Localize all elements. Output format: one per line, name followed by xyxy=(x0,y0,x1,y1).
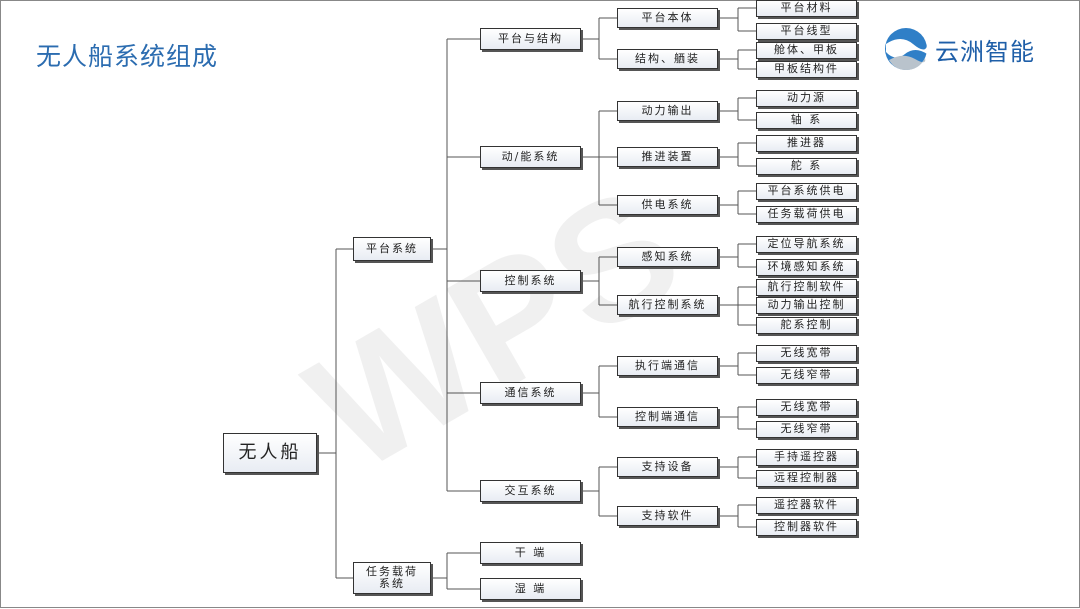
node-level-4: 动力源 xyxy=(756,89,857,107)
node-level-3: 平台本体 xyxy=(617,8,718,28)
node-level-4: 轴 系 xyxy=(756,111,857,129)
node-level-3: 动力输出 xyxy=(617,101,718,121)
node-level-2: 平台与结构 xyxy=(480,28,581,50)
wave-globe-icon xyxy=(885,28,927,70)
node-level-2: 动/能系统 xyxy=(480,146,581,168)
node-level-4: 舵 系 xyxy=(756,157,857,175)
node-level-3: 结构、舾装 xyxy=(617,49,718,69)
node-level-3: 支持软件 xyxy=(617,506,718,526)
node-level-3: 航行控制系统 xyxy=(617,295,718,315)
node-level-4: 推进器 xyxy=(756,134,857,152)
node-level-4: 航行控制软件 xyxy=(756,278,857,296)
node-level-2: 通信系统 xyxy=(480,382,581,404)
node-level-2: 控制系统 xyxy=(480,270,581,292)
node-level-4: 动力输出控制 xyxy=(756,296,857,314)
node-level-4: 控制器软件 xyxy=(756,518,857,536)
node-level-4: 平台线型 xyxy=(756,22,857,40)
node-level-3: 控制端通信 xyxy=(617,407,718,427)
node-level-4: 无线宽带 xyxy=(756,398,857,416)
node-level-3: 支持设备 xyxy=(617,457,718,477)
node-level-2: 干 端 xyxy=(480,542,581,564)
node-level-1: 任务载荷系统 xyxy=(353,562,431,594)
node-level-4: 无线宽带 xyxy=(756,344,857,362)
node-level-2: 交互系统 xyxy=(480,480,581,502)
node-level-4: 平台材料 xyxy=(756,0,857,17)
node-level-0: 无人船 xyxy=(223,433,317,473)
node-level-4: 甲板结构件 xyxy=(756,60,857,78)
page-title: 无人船系统组成 xyxy=(36,42,219,71)
node-level-3: 执行端通信 xyxy=(617,356,718,376)
logo-text: 云洲智能 xyxy=(935,37,1035,66)
node-level-4: 环境感知系统 xyxy=(756,258,857,276)
node-level-4: 舱体、甲板 xyxy=(756,41,857,59)
node-level-3: 推进装置 xyxy=(617,147,718,167)
node-level-4: 任务载荷供电 xyxy=(756,205,857,223)
company-logo: 云洲智能 xyxy=(883,26,1035,72)
node-level-2: 湿 端 xyxy=(480,578,581,600)
node-level-4: 平台系统供电 xyxy=(756,182,857,200)
node-level-4: 无线窄带 xyxy=(756,366,857,384)
node-level-4: 遥控器软件 xyxy=(756,496,857,514)
node-level-4: 手持遥控器 xyxy=(756,448,857,466)
node-level-4: 舵系控制 xyxy=(756,316,857,334)
node-level-4: 远程控制器 xyxy=(756,469,857,487)
node-level-3: 供电系统 xyxy=(617,195,718,215)
node-level-4: 定位导航系统 xyxy=(756,235,857,253)
node-level-1: 平台系统 xyxy=(353,237,431,261)
node-level-4: 无线窄带 xyxy=(756,420,857,438)
node-level-3: 感知系统 xyxy=(617,247,718,267)
